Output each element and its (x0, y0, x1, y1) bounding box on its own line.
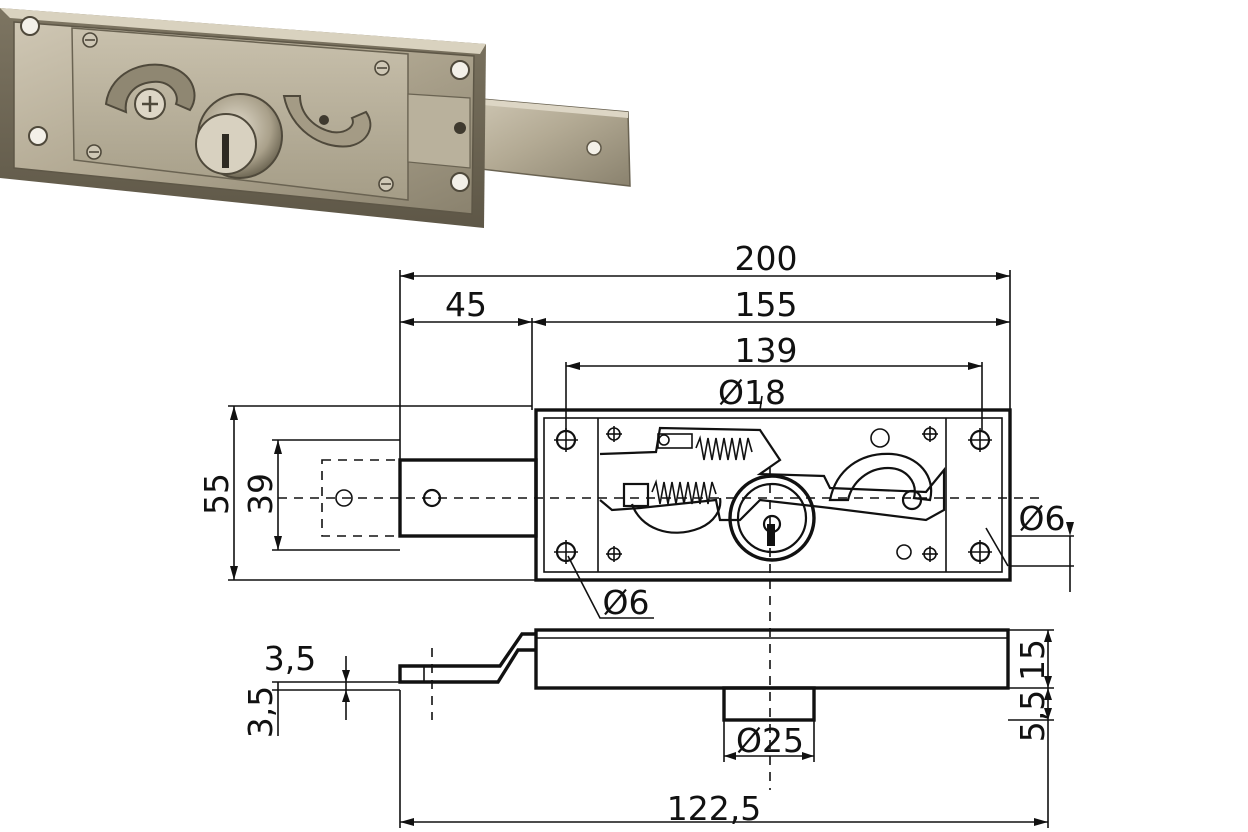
dim-right-hole-diameter: Ø6 (1019, 499, 1066, 538)
dim-cylinder-projection: 5,5 (1013, 690, 1052, 742)
cylinder-front (728, 474, 816, 562)
dim-body-depth: 15 (1013, 639, 1052, 681)
keyway-photo (222, 134, 229, 168)
case-hole-photo (28, 126, 48, 146)
dim-bolt-step: 3,5 (241, 686, 280, 738)
cylinder-boss-side (722, 686, 816, 722)
spring-upper (695, 435, 753, 461)
case-hole-photo (450, 60, 470, 80)
case-hole-photo (20, 16, 40, 36)
side-view (398, 628, 1010, 722)
bolt-side (398, 632, 536, 684)
front-view (278, 408, 1044, 790)
dim-bolt-thickness: 3,5 (264, 639, 316, 678)
dim-bottom-length: 122,5 (667, 789, 761, 828)
dim-lower-hole-diameter: Ø6 (603, 583, 650, 622)
dim-body-height: 55 (197, 473, 236, 515)
bolt-hole-photo (586, 140, 602, 156)
dim-cylinder-diameter: Ø18 (718, 373, 786, 412)
dim-boss-diameter: Ø25 (736, 721, 804, 760)
dim-bolt-offset: 45 (445, 285, 487, 324)
dim-body-length: 155 (735, 285, 798, 324)
dimension-labels: 200 45 155 139 Ø18 55 39 Ø6 Ø6 3,5 3,5 1… (197, 239, 1065, 828)
hook-cam-front (828, 452, 933, 502)
dimension-lines (228, 270, 1074, 828)
bolt-travel-outline (321, 459, 401, 537)
dim-overall-length: 200 (735, 239, 798, 278)
case-hole-photo (450, 172, 470, 192)
dim-bolt-height: 39 (241, 473, 280, 515)
lock-photo (0, 8, 631, 228)
spring-lower (651, 479, 717, 505)
dim-hole-spacing: 139 (735, 331, 798, 370)
bolt-front (398, 458, 538, 538)
keyway-front (767, 524, 775, 546)
